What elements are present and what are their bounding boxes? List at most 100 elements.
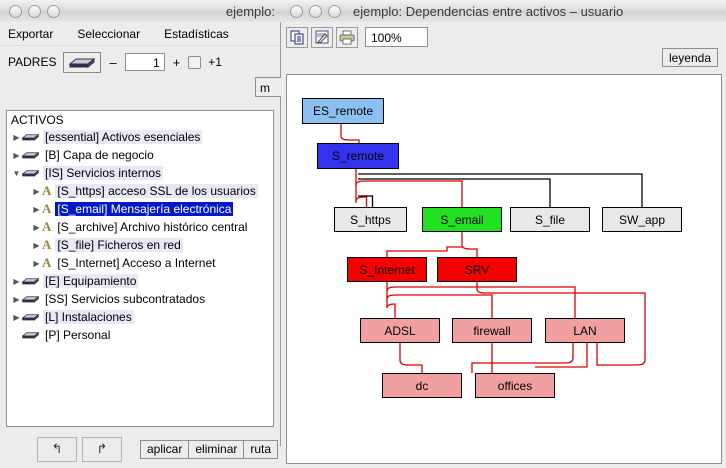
letter-a-icon: A (42, 201, 51, 217)
tree-item[interactable]: ▶A[S_Internet] Acceso a Internet (7, 254, 273, 272)
tree-item-label: [P] Personal (43, 328, 112, 342)
graph-edge (472, 343, 573, 373)
save-image-icon[interactable] (311, 27, 333, 48)
graph-node-ES_remote[interactable]: ES_remote (302, 98, 384, 124)
chevron-right-icon[interactable]: ▶ (31, 205, 42, 214)
chevron-right-icon[interactable]: ▶ (11, 295, 22, 304)
asset-stack-icon (22, 312, 39, 322)
tree-item-label: [essential] Activos esenciales (43, 130, 202, 144)
menu-seleccionar[interactable]: Seleccionar (77, 27, 140, 41)
maximize-button[interactable] (47, 5, 60, 18)
graph-node-dc[interactable]: dc (382, 373, 462, 398)
graph-node-label: ES_remote (313, 104, 373, 118)
tree-item[interactable]: ▶A[S_file] Ficheros en red (7, 236, 273, 254)
graph-node-S_email[interactable]: S_email (422, 207, 502, 232)
graph-edge (462, 232, 477, 257)
tree-item[interactable]: ▶ [E] Equipamiento (7, 272, 273, 290)
graph-edge (387, 304, 395, 318)
minimize-button[interactable] (28, 5, 41, 18)
close-button[interactable] (290, 5, 303, 18)
tree-item[interactable]: [P] Personal (7, 326, 273, 344)
graph-node-label: LAN (573, 324, 596, 338)
tree-item[interactable]: ▼[IS] Servicios internos (7, 164, 273, 182)
graph-node-label: offices (498, 379, 532, 393)
tree-item-label: [S_https] acceso SSL de los usuarios (55, 184, 257, 198)
printer-icon[interactable] (336, 27, 358, 48)
asset-stack-icon (22, 330, 39, 340)
chevron-right-icon[interactable]: ▶ (31, 259, 42, 268)
menu-exportar[interactable]: Exportar (8, 27, 53, 41)
graph-node-offices[interactable]: offices (475, 373, 555, 398)
graph-node-S_remote[interactable]: S_remote (317, 143, 399, 169)
tree-item-label: [S_Internet] Acceso a Internet (55, 256, 217, 270)
chevron-down-icon[interactable]: ▼ (11, 169, 22, 178)
graph-node-label: dc (416, 379, 429, 393)
close-button[interactable] (9, 5, 22, 18)
chevron-right-icon[interactable]: ▶ (31, 187, 42, 196)
diagram-toolbar: 100% (281, 22, 726, 52)
tree-item[interactable]: ▶ [B] Capa de negocio (7, 146, 273, 164)
right-window-titlebar: ejemplo: Dependencias entre activos – us… (281, 0, 726, 23)
padres-increment[interactable]: + (172, 55, 182, 70)
eliminar-button[interactable]: eliminar (188, 440, 244, 459)
tree-item[interactable]: ▶A[S_archive] Archivo histórico central (7, 218, 273, 236)
graph-node-S_file[interactable]: S_file (510, 207, 590, 232)
undo-button[interactable]: ↰ (37, 437, 77, 462)
ruta-button[interactable]: ruta (243, 440, 278, 459)
assets-tree[interactable]: ACTIVOS ▶[essential] Activos esenciales▶… (6, 110, 274, 427)
minimize-button[interactable] (309, 5, 322, 18)
printer-glyph (339, 30, 355, 45)
clipped-field[interactable]: m (255, 77, 281, 97)
padres-value-input[interactable]: 1 (125, 53, 165, 71)
graph-node-S_Internet[interactable]: S_Internet (347, 257, 427, 282)
asset-stack-icon (22, 150, 39, 160)
graph-node-ADSL[interactable]: ADSL (360, 318, 440, 343)
leyenda-button[interactable]: leyenda (662, 48, 718, 67)
chevron-right-icon[interactable]: ▶ (11, 313, 22, 322)
tree-item-label: [S_archive] Archivo histórico central (55, 220, 249, 234)
tree-title: ACTIVOS (7, 111, 273, 128)
undo-icon: ↰ (52, 441, 63, 457)
asset-stack-icon (22, 132, 39, 142)
graph-node-label: firewall (473, 324, 510, 338)
tree-item[interactable]: ▶ [L] Instalaciones (7, 308, 273, 326)
redo-icon: ↱ (97, 441, 108, 457)
graph-edge (356, 197, 367, 207)
tree-item[interactable]: ▶A[S_email] Mensajería electrónica (7, 200, 273, 218)
graph-node-label: SW_app (619, 213, 665, 227)
graph-node-SW_app[interactable]: SW_app (602, 207, 682, 232)
tree-item[interactable]: ▶ [essential] Activos esenciales (7, 128, 273, 146)
chevron-right-icon[interactable]: ▶ (31, 223, 42, 232)
redo-button[interactable]: ↱ (82, 437, 122, 462)
graph-node-LAN[interactable]: LAN (545, 318, 625, 343)
aplicar-button[interactable]: aplicar (140, 440, 189, 459)
diagram-canvas[interactable]: ES_remoteS_remoteS_https S_email S_file SW_… (286, 74, 722, 464)
left-window-controls[interactable] (9, 5, 60, 18)
padres-plus-one-checkbox[interactable] (188, 56, 201, 69)
graph-node-label: S_remote (332, 149, 384, 163)
left-window-title: ejemplo: (226, 4, 275, 19)
tree-item-label: [E] Equipamiento (43, 274, 138, 288)
tree-item[interactable]: ▶[SS] Servicios subcontratados (7, 290, 273, 308)
menu-estadisticas[interactable]: Estadísticas (164, 27, 229, 41)
graph-edge (358, 179, 550, 207)
maximize-button[interactable] (328, 5, 341, 18)
right-window-controls[interactable] (290, 5, 341, 18)
graph-node-SRV[interactable]: SRV (437, 257, 517, 282)
chevron-right-icon[interactable]: ▶ (11, 151, 22, 160)
chevron-right-icon[interactable]: ▶ (11, 133, 22, 142)
padres-decrement[interactable]: – (108, 55, 117, 70)
asset-stack-icon[interactable] (63, 52, 101, 73)
graph-node-S_https[interactable]: S_https (334, 207, 407, 232)
copy-icon[interactable] (286, 27, 308, 48)
chevron-right-icon[interactable]: ▶ (31, 241, 42, 250)
asset-stack-icon (22, 294, 39, 304)
tree-item-label: [L] Instalaciones (43, 310, 134, 324)
tree-item-label: [B] Capa de negocio (43, 148, 156, 162)
graph-edge (400, 343, 422, 373)
graph-node-firewall[interactable]: firewall (452, 318, 532, 343)
chevron-right-icon[interactable]: ▶ (11, 277, 22, 286)
tree-item[interactable]: ▶A[S_https] acceso SSL de los usuarios (7, 182, 273, 200)
zoom-level-input[interactable]: 100% (365, 27, 428, 47)
padres-label: PADRES (8, 55, 56, 69)
